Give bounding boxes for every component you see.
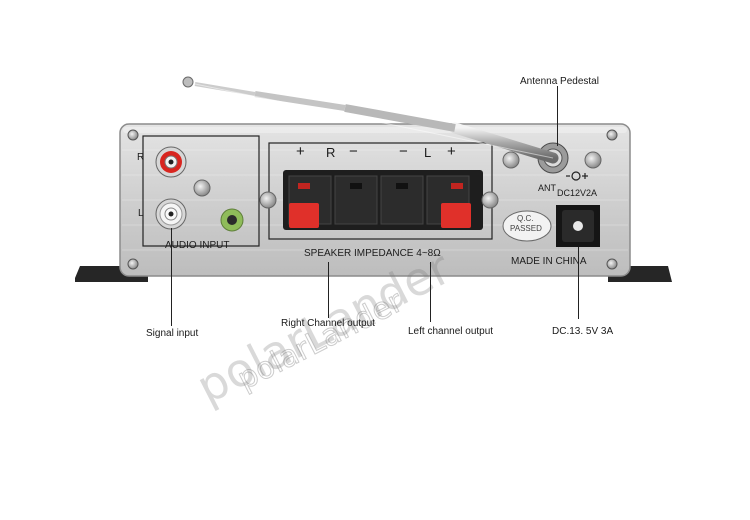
speaker-r-label: R xyxy=(326,145,336,160)
speaker-l-label: L xyxy=(424,145,432,160)
dc-rating-label: DC12V2A xyxy=(557,188,598,198)
green-aux-jack xyxy=(220,208,244,232)
speaker-frame xyxy=(268,142,493,240)
telescopic-antenna xyxy=(182,76,559,164)
audio-input-label: AUDIO INPUT xyxy=(165,240,230,251)
qc-line1: Q.C. xyxy=(517,214,534,223)
left-positive-terminal xyxy=(441,203,471,228)
dc-polarity-icon xyxy=(566,171,588,181)
antenna-pedestal-callout: Antenna Pedestal xyxy=(520,76,599,87)
signal-input-callout: Signal input xyxy=(146,328,199,339)
speaker-minus-right: − xyxy=(349,143,358,160)
signal-callout-line xyxy=(171,228,172,326)
channel-l-label: L xyxy=(138,208,144,219)
dc-callout-line xyxy=(578,247,579,319)
speaker-impedance-label: SPEAKER IMPEDANCE 4~8Ω xyxy=(304,248,441,259)
channel-r-label: R xyxy=(137,152,145,163)
qc-line2: PASSED xyxy=(510,224,542,233)
rca-white-jack xyxy=(155,198,187,230)
qc-passed-sticker xyxy=(502,210,552,242)
corner-screws xyxy=(127,129,618,270)
right-channel-callout: Right Channel output xyxy=(281,318,375,329)
speaker-plus-right: + xyxy=(296,143,305,160)
speaker-minus-left: − xyxy=(399,143,408,160)
right-callout-line xyxy=(328,262,329,318)
ant-label: ANT xyxy=(538,183,556,193)
speaker-plus-left: + xyxy=(447,143,456,160)
made-in-label: MADE IN CHINA xyxy=(511,256,587,267)
left-callout-line xyxy=(430,262,431,322)
right-positive-terminal xyxy=(289,203,319,228)
dc-power-jack xyxy=(556,205,600,247)
audio-input-frame xyxy=(142,135,260,247)
rca-red-jack xyxy=(155,146,187,178)
antenna-callout-line xyxy=(557,86,558,146)
dc-callout: DC.13. 5V 3A xyxy=(552,326,614,337)
left-channel-callout: Left channel output xyxy=(408,326,494,337)
